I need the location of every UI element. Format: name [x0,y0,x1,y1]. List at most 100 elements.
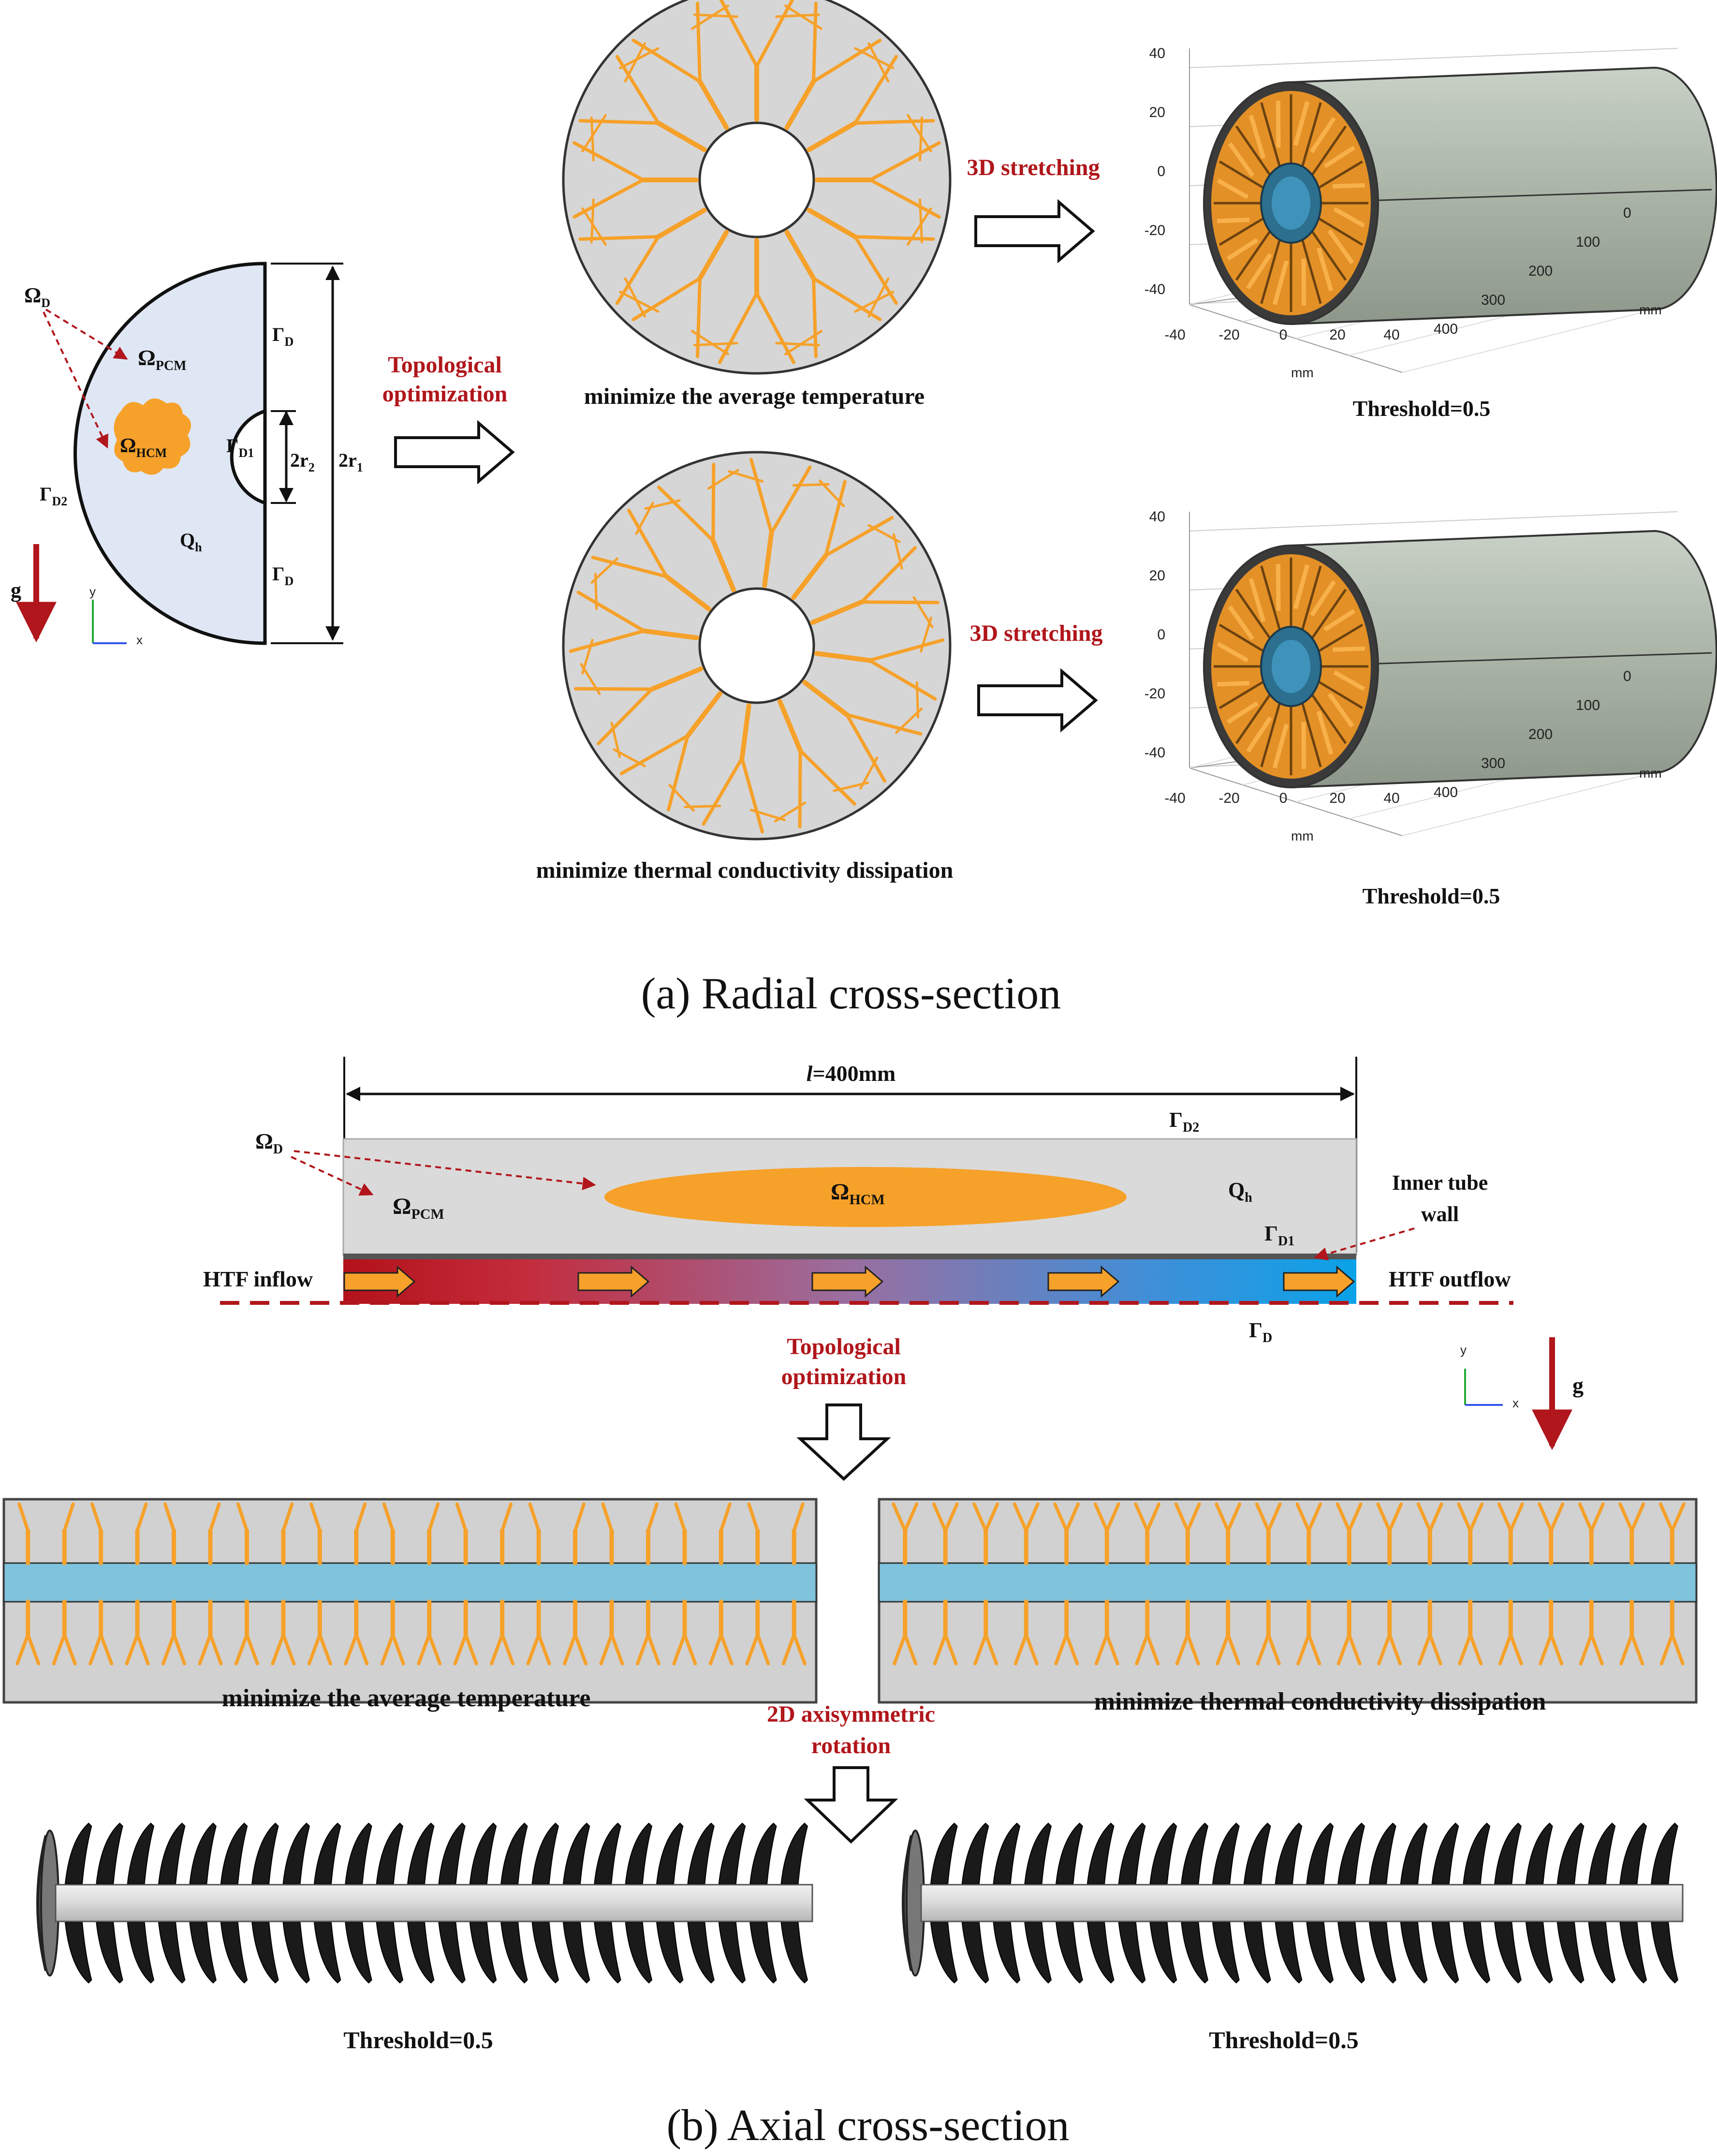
fin-trunk [685,691,722,738]
length-label: l=400mm [807,1061,896,1086]
fin-branch [755,0,794,68]
fin-branch [719,0,759,68]
strip-fin-branch [427,1502,440,1533]
rotated-fin-lower [625,1922,653,1984]
rotated-fin-upper [127,1822,155,1884]
strip-fin-branch [646,1633,660,1666]
fin-trunk [664,574,711,611]
strip-fin-branch [903,1502,919,1533]
caption-b: (b) Axial cross-section [667,2100,1070,2150]
caption-a: (a) Radial cross-section [641,969,1061,1018]
strip-fin-branch [1388,1502,1403,1533]
strip-fin-branch [354,1633,369,1666]
strip-fin-branch [1509,1502,1524,1533]
svg-text:x: x [1512,1396,1519,1410]
hollow-arrow-b-topo [796,1403,891,1481]
rotated-fin-upper [189,1822,217,1884]
rotated-fin-upper [656,1822,684,1884]
rotated-fin-upper [1556,1822,1585,1884]
case-label-a-top: minimize the average temperature [584,384,925,409]
fin-trunk [784,79,816,130]
tick-label-depth: 100 [1576,234,1600,250]
strip-fin-branch [537,1633,551,1666]
tick-label-depth: 200 [1528,726,1553,742]
strip-fin-branch [1670,1502,1686,1533]
tick-label-v: -40 [1145,745,1165,761]
tick-label-h: 0 [1279,327,1288,343]
fin-branch [627,508,668,578]
strip-fin-branch [528,1502,541,1533]
topo-label-a-1: Topological [388,352,502,378]
tick-label-h: 40 [1383,790,1399,806]
rotated-fin-lower [1212,1922,1240,1984]
rotated-fin-lower [1494,1922,1522,1984]
radial-domain-sketch: ΩD ΩPCM ΩHCM ΓD ΓD ΓD1 ΓD2 Qh 2r2 2r1 g … [11,262,363,647]
rotated-fin-upper [469,1822,497,1884]
strip-fin-branch [427,1633,442,1666]
strip-fin-branch [417,1633,431,1666]
strip-fin-branch [281,1502,294,1533]
fins-avg-temperature [572,0,941,364]
svg-text:y: y [89,584,96,599]
fin-twig [619,291,660,313]
rotated-fin-lower [930,1922,958,1984]
fin-twig [867,42,890,83]
fin-trunk [710,538,736,592]
rotated-fin-lower [780,1922,808,1984]
strip-fin-branch [1094,1633,1109,1666]
rotated-fin-lower [127,1922,155,1984]
rotated-fin-upper [96,1822,123,1884]
tick-label-v: 20 [1149,104,1165,120]
strip-fin-branch [172,1633,187,1666]
strip-fin-branch [792,1633,807,1666]
tick-label-depth: 400 [1434,321,1458,337]
rotated-fin-lower [1086,1922,1115,1984]
strip-fin-branch [382,1502,395,1533]
fin-twig [644,499,681,510]
rotated-fin-lower [1431,1922,1459,1984]
fin-trunk [777,699,803,753]
strip-fin-branch [307,1633,322,1666]
strip-fin-branch [1053,1502,1069,1533]
strip-fin-branch [781,1633,796,1666]
strip-fin-branch [1256,1633,1270,1666]
rotated-fin-upper [1118,1822,1146,1884]
rotated-fin-lower [376,1922,404,1984]
rotated-fin-upper [500,1822,528,1884]
strip-fin-branch [125,1633,139,1666]
rotated-fin-upper [1181,1822,1209,1884]
fin-twig [693,342,738,347]
fin-twig [775,13,821,18]
gravity-label-a: g [11,578,21,602]
gamma-d1-label: ΓD1 [226,435,254,460]
fin-branch [812,277,882,322]
strip-fin-branch [1145,1502,1161,1533]
rotated-avg-temperature [36,1822,813,1984]
topo-label-a-2: optimization [382,381,508,407]
rotated-fin-lower [961,1922,989,1984]
fin-twig [833,781,869,792]
strip-fin-branch [1105,1633,1119,1666]
fin-branch [597,687,654,745]
hcm-blob [114,398,191,475]
rotated-fin-lower [220,1922,248,1984]
case-label-a-bottom: minimize thermal conductivity dissipatio… [536,857,954,883]
fin-branch [812,38,882,83]
strip-fin-branch [1335,1502,1351,1533]
omega-d-label-b: ΩD [255,1129,283,1157]
rotated-fin-upper [718,1822,746,1884]
rotated-fin-lower [1619,1922,1647,1984]
fin-twig [775,342,821,347]
rotated-fin-upper [1463,1822,1491,1884]
rotated-fin-upper [158,1822,186,1884]
strip-fin-branch [344,1633,358,1666]
fin-twig [907,207,932,246]
strip-fin-branch [1105,1502,1120,1533]
rotated-fin-upper [251,1822,279,1884]
strip-fin-branch [1307,1633,1321,1666]
tick-label-depth: 200 [1528,263,1553,279]
strip-fin-branch [1065,1502,1080,1533]
unit-label-depth: mm [1639,302,1662,317]
inner-tube-cutout [230,409,267,505]
